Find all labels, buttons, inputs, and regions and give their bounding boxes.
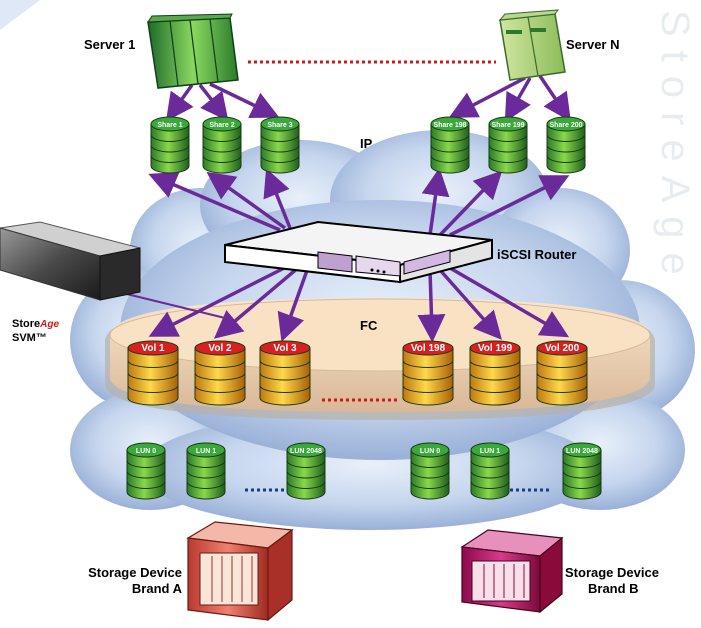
shares-right: Share 198 Share 199 Share 200 — [430, 116, 586, 174]
lun-cylinder: LUN 0 — [126, 442, 166, 500]
svm-label: StoreAge SVM™ — [12, 318, 59, 344]
storage-b-label-line1: Storage Device — [565, 565, 659, 580]
vol-cylinder: Vol 2 — [194, 340, 246, 406]
lun-cylinder: LUN 2048 — [562, 442, 602, 500]
storage-device-b — [460, 529, 564, 614]
lun-cylinder-label: LUN 0 — [136, 448, 156, 455]
vol-cylinder-label: Vol 2 — [208, 343, 232, 354]
connection-arrow — [209, 82, 280, 118]
vol-cylinder-label: Vol 200 — [545, 343, 580, 354]
fc-label: FC — [360, 318, 378, 333]
svg-text:StoreAge: StoreAge — [653, 10, 697, 289]
share-cylinder: Share 2 — [202, 116, 242, 174]
svm-appliance — [0, 221, 141, 301]
connection-arrow — [165, 83, 194, 122]
connection-arrow — [213, 260, 307, 339]
share-cylinder: Share 200 — [546, 116, 586, 174]
connection-arrow — [148, 171, 281, 232]
share-cylinder-label: Share 200 — [549, 122, 582, 129]
lun-cylinder-label: LUN 1 — [480, 448, 500, 455]
vol-cylinder-label: Vol 1 — [141, 343, 165, 354]
connection-arrow — [277, 261, 312, 342]
share-cylinder-label: Share 198 — [433, 122, 466, 129]
lun-cylinder-label: LUN 2048 — [566, 448, 598, 455]
connection-arrow — [448, 76, 526, 118]
luns-right: LUN 0 LUN 1 LUN 2048 — [410, 442, 602, 500]
connection-arrow — [421, 167, 450, 236]
luns-left: LUN 0 LUN 1 LUN 2048 — [126, 442, 326, 500]
svg-text:StoreAge: StoreAge — [12, 318, 59, 330]
ip-label: IP — [360, 136, 373, 151]
background-accent — [0, 0, 40, 30]
vols-right: Vol 198 Vol 199 Vol 200 — [402, 340, 588, 406]
vol-cylinder: Vol 198 — [402, 340, 454, 406]
connection-arrow — [198, 83, 229, 122]
lun-cylinder: LUN 2048 — [286, 442, 326, 500]
connection-arrow — [538, 75, 571, 122]
lun-cylinder-label: LUN 1 — [196, 448, 216, 455]
storage-device-a — [186, 521, 294, 622]
iscsi-router-label: iSCSI Router — [497, 247, 576, 262]
watermark: StoreAge — [653, 10, 697, 289]
shares-left: Share 1 Share 2 Share 3 — [150, 116, 300, 174]
connection-arrow — [148, 258, 301, 337]
server-1 — [147, 13, 239, 89]
svg-text:SVM™: SVM™ — [12, 332, 47, 344]
lun-cylinder-label: LUN 2048 — [290, 448, 322, 455]
connection-arrow — [438, 268, 502, 340]
share-cylinder-label: Share 2 — [209, 122, 234, 129]
server-1-label: Server 1 — [84, 37, 135, 52]
lun-cylinder: LUN 0 — [410, 442, 450, 500]
lun-cylinder-label: LUN 0 — [420, 448, 440, 455]
connection-arrow — [206, 171, 287, 230]
server-n-label: Server N — [566, 37, 619, 52]
vol-cylinder-label: Vol 3 — [273, 343, 297, 354]
storage-a-label-line1: Storage Device — [88, 565, 182, 580]
vol-cylinder: Vol 200 — [536, 340, 588, 406]
iscsi-router — [224, 220, 493, 284]
connection-arrow — [449, 266, 570, 338]
share-cylinder: Share 1 — [150, 116, 190, 174]
storage-b-label-line2: Brand B — [588, 581, 639, 596]
vol-cylinder-label: Vol 198 — [411, 343, 446, 354]
storage-a-label-line2: Brand A — [132, 581, 183, 596]
vols-left: Vol 1 Vol 2 Vol 3 — [127, 340, 311, 406]
connection-arrow — [438, 170, 503, 237]
vol-cylinder: Vol 1 — [127, 340, 179, 406]
connection-arrow — [449, 175, 570, 237]
share-cylinder: Share 3 — [260, 116, 300, 174]
share-cylinder: Share 198 — [430, 116, 470, 174]
lun-cylinder: LUN 1 — [186, 442, 226, 500]
vol-cylinder: Vol 199 — [469, 340, 521, 406]
share-cylinder-label: Share 3 — [267, 122, 292, 129]
connection-arrow — [263, 168, 292, 229]
vol-cylinder: Vol 3 — [259, 340, 311, 406]
arrows — [148, 75, 571, 343]
vol-cylinder-label: Vol 199 — [478, 343, 513, 354]
share-cylinder: Share 199 — [488, 116, 528, 174]
connection-arrow — [417, 269, 446, 343]
share-cylinder-label: Share 1 — [157, 122, 182, 129]
server-n — [498, 9, 566, 81]
connection-arrow — [504, 77, 532, 123]
share-cylinder-label: Share 199 — [491, 122, 524, 129]
lun-cylinder: LUN 1 — [470, 442, 510, 500]
